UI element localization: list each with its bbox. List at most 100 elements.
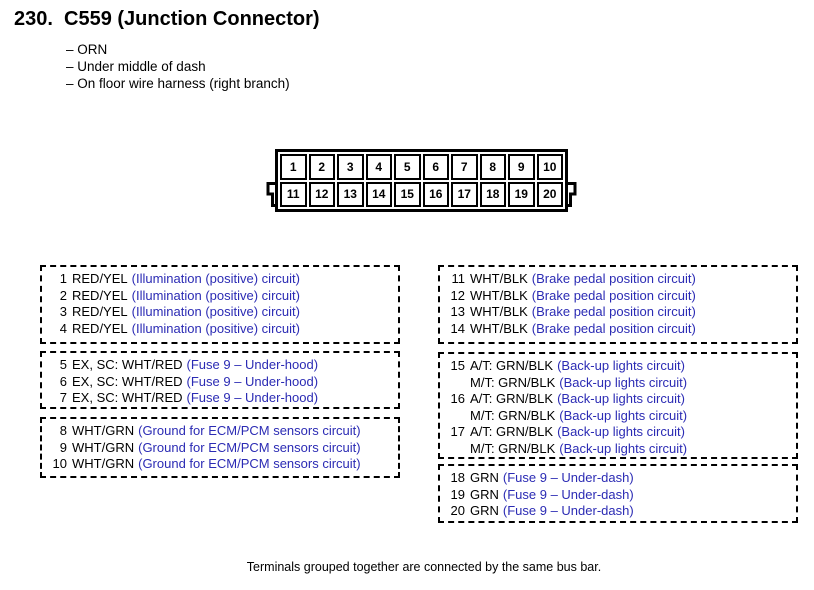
terminal-number: 5 xyxy=(59,357,67,372)
terminal-number: 20 xyxy=(450,503,465,518)
terminal-number: 17 xyxy=(450,424,465,439)
terminal-row: 8 WHT/GRN(Ground for ECM/PCM sensors circ… xyxy=(49,423,398,440)
pin-cell-19: 19 xyxy=(508,181,535,207)
terminal-row: 9 WHT/GRN(Ground for ECM/PCM sensors circ… xyxy=(49,440,398,457)
circuit-label: (Fuse 9 – Under-hood) xyxy=(186,357,319,372)
pin-cell-16: 16 xyxy=(422,181,449,207)
wire-color: RED/YEL xyxy=(72,320,128,336)
pin-cell-9: 9 xyxy=(508,154,535,180)
terminal-number: 19 xyxy=(450,486,465,502)
terminal-row: M/T: GRN/BLK(Back-up lights circuit) xyxy=(447,408,796,425)
circuit-label: (Illumination (positive) circuit) xyxy=(131,304,300,319)
terminal-number: 14 xyxy=(450,320,465,336)
terminal-number: 15 xyxy=(450,358,465,373)
pin-cell-17: 17 xyxy=(451,181,478,207)
connector-title: C559 (Junction Connector) xyxy=(64,8,320,30)
pin-cell-8: 8 xyxy=(479,154,506,180)
pin-cell-5: 5 xyxy=(394,154,421,180)
connector-right-tab-icon xyxy=(565,182,577,207)
terminal-number: 13 xyxy=(450,304,465,319)
connector-notes: – ORN – Under middle of dash – On floor … xyxy=(66,41,290,92)
pin-cell-15: 15 xyxy=(394,181,421,207)
section-number: 230. xyxy=(14,8,53,30)
wire-color: GRN xyxy=(470,503,499,518)
terminal-number: 8 xyxy=(59,423,67,438)
terminal-row: 11 WHT/BLK(Brake pedal position circuit) xyxy=(447,271,796,288)
wire-color: WHT/BLK xyxy=(470,287,528,303)
bus-bar-footnote: Terminals grouped together are connected… xyxy=(246,560,602,574)
pin-cell-1: 1 xyxy=(280,154,307,180)
circuit-label: (Back-up lights circuit) xyxy=(559,407,688,423)
wire-color: EX, SC: WHT/RED xyxy=(72,357,183,372)
circuit-label: (Back-up lights circuit) xyxy=(559,440,688,456)
circuit-label: (Brake pedal position circuit) xyxy=(531,320,696,336)
wire-color: A/T: GRN/BLK xyxy=(470,358,554,373)
pin-cell-4: 4 xyxy=(365,154,392,180)
circuit-label: (Ground for ECM/PCM sensors circuit) xyxy=(138,423,361,438)
terminal-number: 11 xyxy=(451,271,466,286)
note-harness: – On floor wire harness (right branch) xyxy=(66,76,290,91)
wire-color: M/T: GRN/BLK xyxy=(470,374,556,390)
circuit-label: (Brake pedal position circuit) xyxy=(531,287,696,303)
wire-color: GRN xyxy=(470,470,499,485)
circuit-label: (Fuse 9 – Under-dash) xyxy=(502,470,634,485)
wire-color: A/T: GRN/BLK xyxy=(470,424,554,439)
terminal-number: 6 xyxy=(59,373,67,389)
pin-grid: 1 2 3 4 5 6 7 8 9 10 11 12 13 14 15 16 1… xyxy=(278,152,565,209)
circuit-label: (Back-up lights circuit) xyxy=(557,358,685,373)
circuit-label: (Illumination (positive) circuit) xyxy=(131,287,300,303)
wire-color: WHT/GRN xyxy=(72,439,135,455)
wire-color: RED/YEL xyxy=(72,271,128,286)
terminal-number: 10 xyxy=(52,456,67,471)
page-title: 230. C559 (Junction Connector) xyxy=(14,8,320,31)
terminal-row: 10 WHT/GRN(Ground for ECM/PCM sensors cir… xyxy=(49,456,398,473)
circuit-label: (Fuse 9 – Under-hood) xyxy=(186,373,319,389)
circuit-label: (Ground for ECM/PCM sensors circuit) xyxy=(138,456,361,471)
circuit-label: (Brake pedal position circuit) xyxy=(531,271,696,286)
wire-color: GRN xyxy=(470,486,499,502)
circuit-label: (Fuse 9 – Under-hood) xyxy=(186,390,319,405)
terminal-number: 12 xyxy=(450,287,465,303)
terminal-number: 18 xyxy=(450,470,465,485)
terminal-number: 9 xyxy=(59,439,67,455)
wire-color: WHT/BLK xyxy=(470,271,528,286)
terminal-number: 3 xyxy=(59,304,67,319)
wire-color: WHT/GRN xyxy=(72,423,135,438)
wire-color: EX, SC: WHT/RED xyxy=(72,373,183,389)
terminal-number: 16 xyxy=(450,391,465,406)
circuit-label: (Ground for ECM/PCM sensors circuit) xyxy=(138,439,361,455)
terminal-row: M/T: GRN/BLK(Back-up lights circuit) xyxy=(447,375,796,392)
circuit-label: (Back-up lights circuit) xyxy=(559,374,688,390)
circuit-label: (Illumination (positive) circuit) xyxy=(131,320,300,336)
connector-left-tab-icon xyxy=(266,182,278,207)
pin-cell-7: 7 xyxy=(451,154,478,180)
connector-diagram: 1 2 3 4 5 6 7 8 9 10 11 12 13 14 15 16 1… xyxy=(266,149,577,212)
pin-cell-13: 13 xyxy=(337,181,364,207)
terminal-number: 7 xyxy=(59,390,67,405)
pin-cell-14: 14 xyxy=(365,181,392,207)
circuit-label: (Back-up lights circuit) xyxy=(557,391,685,406)
terminal-number: 1 xyxy=(59,271,67,286)
terminal-row: 19 GRN(Fuse 9 – Under-dash) xyxy=(447,487,796,504)
terminal-row: 15 A/T: GRN/BLK(Back-up lights circuit) xyxy=(447,358,796,375)
terminal-row: M/T: GRN/BLK(Back-up lights circuit) xyxy=(447,441,796,458)
wire-color: M/T: GRN/BLK xyxy=(470,407,556,423)
circuit-label: (Fuse 9 – Under-dash) xyxy=(502,486,634,502)
wire-color: WHT/GRN xyxy=(72,456,135,471)
terminal-row: 18 GRN(Fuse 9 – Under-dash) xyxy=(447,470,796,487)
